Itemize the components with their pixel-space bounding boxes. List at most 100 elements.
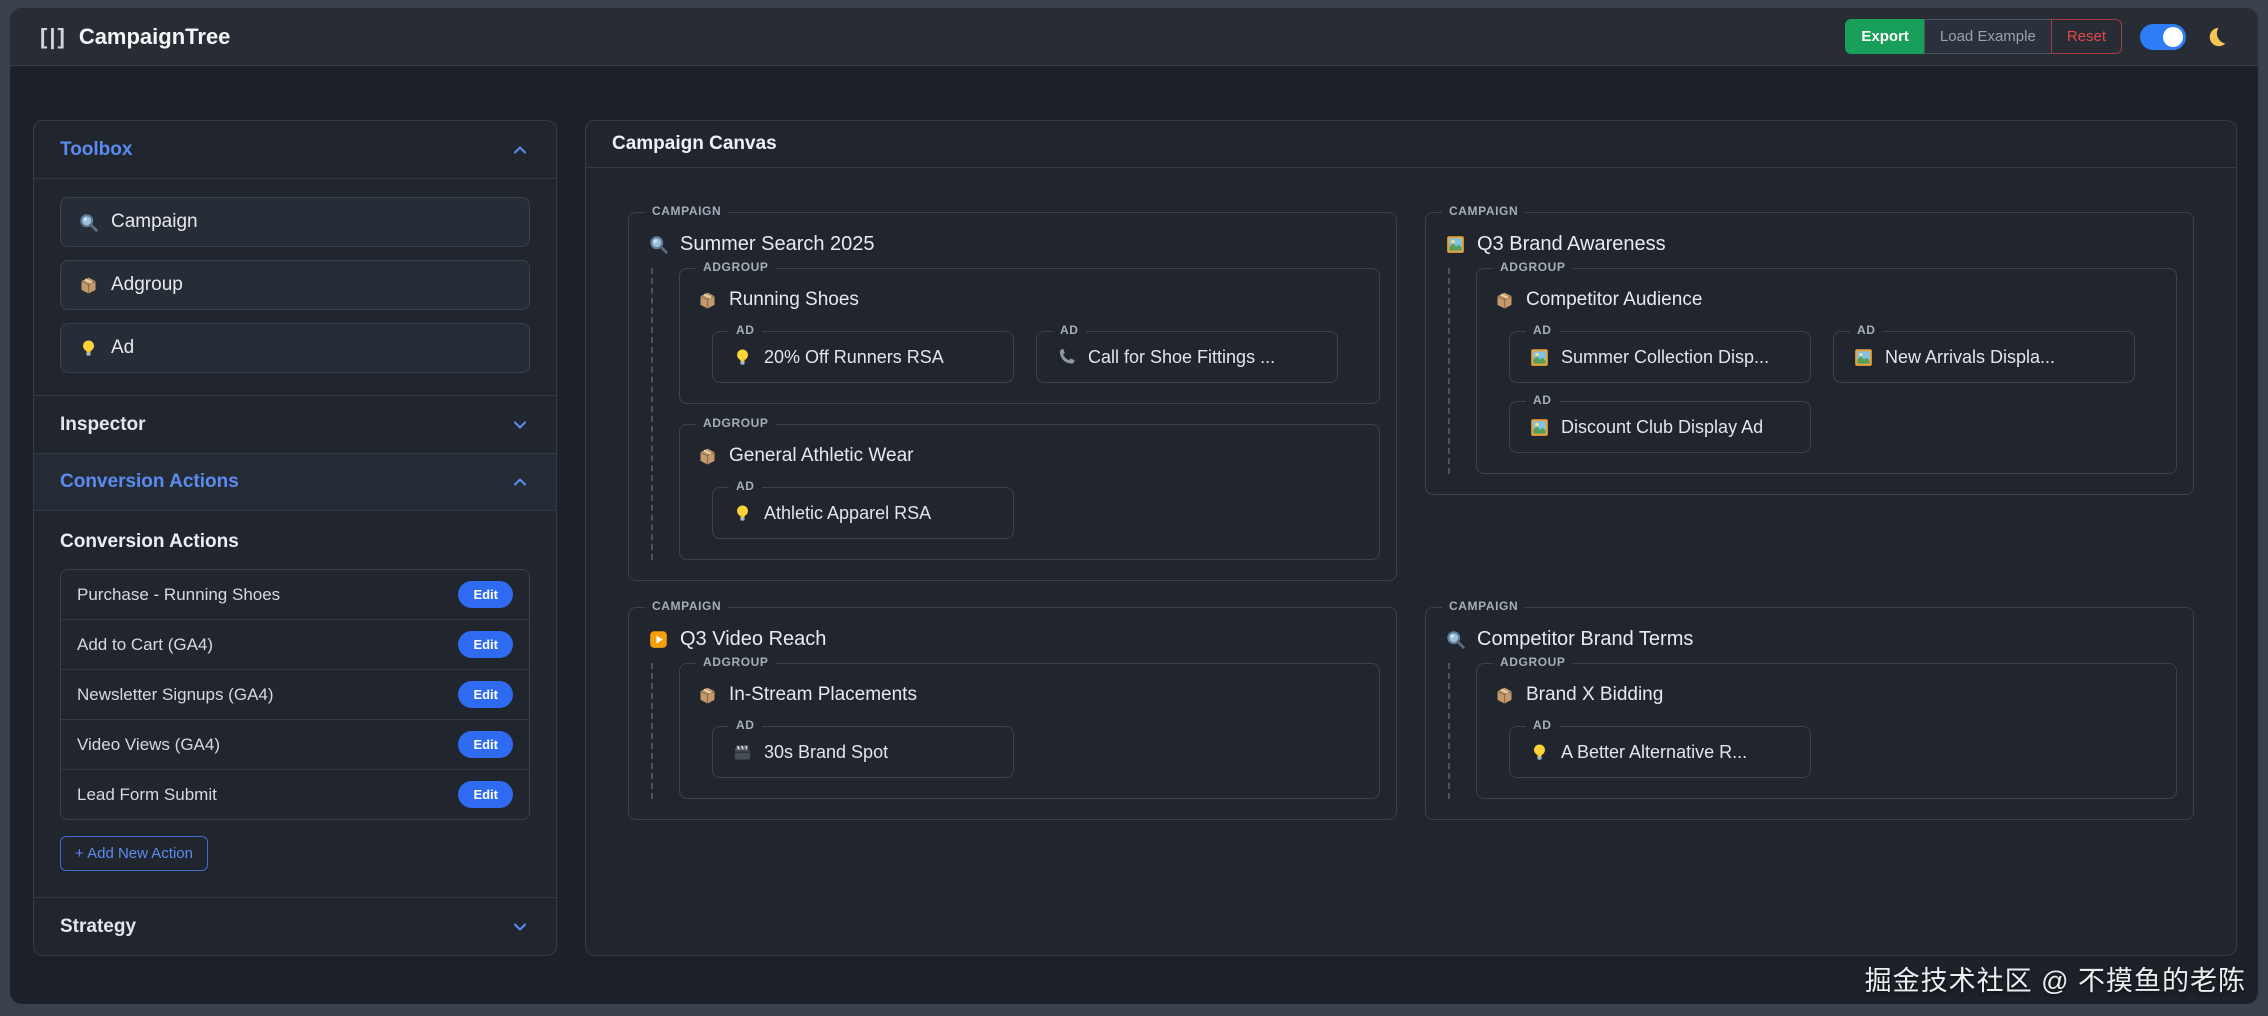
load-example-button[interactable]: Load Example xyxy=(1923,19,2052,54)
reset-button[interactable]: Reset xyxy=(2050,19,2122,54)
section-header-strategy[interactable]: Strategy xyxy=(34,897,556,955)
campaign-tag: CAMPAIGN xyxy=(1442,599,1526,613)
app-header: [|] CampaignTree Export Load Example Res… xyxy=(10,8,2258,66)
edit-button[interactable]: Edit xyxy=(458,781,513,808)
section-header-conversion-actions[interactable]: Conversion Actions xyxy=(34,453,556,511)
clapper-icon xyxy=(731,741,753,763)
export-button[interactable]: Export xyxy=(1845,19,1925,54)
toolbox-item-adgroup[interactable]: Adgroup xyxy=(60,260,530,310)
edit-button[interactable]: Edit xyxy=(458,681,513,708)
package-icon xyxy=(696,684,718,706)
theme-toggle-knob xyxy=(2163,26,2183,47)
ad-label: Athletic Apparel RSA xyxy=(764,502,932,523)
conversion-actions-content: Conversion Actions Purchase - Running Sh… xyxy=(34,511,556,871)
ad-label: Call for Shoe Fittings ... xyxy=(1088,346,1276,367)
theme-toggle-switch[interactable] xyxy=(2140,23,2186,50)
edit-button[interactable]: Edit xyxy=(458,731,513,758)
toolbox-item-ad[interactable]: Ad xyxy=(60,323,530,373)
ad-label: Discount Club Display Ad xyxy=(1561,416,1764,437)
conversion-action-row: Add to Cart (GA4) Edit xyxy=(61,620,529,670)
ad-title: A Better Alternative R... xyxy=(1528,741,1747,763)
ad-title: Athletic Apparel RSA xyxy=(731,502,931,524)
conversion-action-label: Add to Cart (GA4) xyxy=(77,634,214,654)
campaign-title: Summer Search 2025 xyxy=(647,233,1380,256)
campaign-name: Summer Search 2025 xyxy=(680,233,875,255)
package-icon xyxy=(696,289,718,311)
ad-label: New Arrivals Displa... xyxy=(1885,346,2056,367)
bulb-icon xyxy=(1528,741,1550,763)
section-header-toolbox[interactable]: Toolbox xyxy=(34,121,556,179)
package-icon xyxy=(77,274,99,296)
campaign-tag: CAMPAIGN xyxy=(645,204,729,218)
adgroup-tag: ADGROUP xyxy=(696,260,776,274)
ad-label: 30s Brand Spot xyxy=(764,741,889,762)
toolbox-item-label: Campaign xyxy=(111,211,198,232)
adgroup-title: Competitor Audience xyxy=(1493,289,2160,311)
ad-title: 30s Brand Spot xyxy=(731,741,888,763)
ad-tag: AD xyxy=(729,479,762,493)
adgroup-title: In-Stream Placements xyxy=(696,684,1363,706)
chevron-down-icon xyxy=(510,415,530,435)
add-new-action-button[interactable]: + Add New Action xyxy=(60,836,208,871)
toolbox-item-campaign[interactable]: Campaign xyxy=(60,197,530,247)
ad-title: Discount Club Display Ad xyxy=(1528,416,1763,438)
section-header-inspector[interactable]: Inspector xyxy=(34,395,556,453)
bulb-icon xyxy=(77,337,99,359)
adgroup-tag: ADGROUP xyxy=(696,416,776,430)
campaign-title: Q3 Video Reach xyxy=(647,628,1380,651)
campaign-title: Q3 Brand Awareness xyxy=(1444,233,2177,256)
adgroup-tag: ADGROUP xyxy=(1493,655,1573,669)
adgroup-name: Competitor Audience xyxy=(1526,289,1703,310)
picture-icon xyxy=(1528,416,1550,438)
adgroup-name: In-Stream Placements xyxy=(729,684,917,705)
package-icon xyxy=(1493,289,1515,311)
conversion-action-label: Video Views (GA4) xyxy=(77,734,220,754)
ad-title: New Arrivals Displa... xyxy=(1852,346,2055,368)
conversion-action-row: Video Views (GA4) Edit xyxy=(61,720,529,770)
package-icon xyxy=(1493,684,1515,706)
app-logo: [|] CampaignTree xyxy=(40,24,230,50)
search-icon xyxy=(647,234,669,256)
moon-icon[interactable] xyxy=(2204,25,2228,49)
ad-tag: AD xyxy=(1850,323,1883,337)
edit-button[interactable]: Edit xyxy=(458,581,513,608)
adgroup-name: Brand X Bidding xyxy=(1526,684,1664,705)
ad-tag: AD xyxy=(1526,393,1559,407)
phone-icon xyxy=(1055,346,1077,368)
ad-tag: AD xyxy=(1526,323,1559,337)
adgroup-title: Running Shoes xyxy=(696,289,1363,311)
picture-icon xyxy=(1444,234,1466,256)
picture-icon xyxy=(1528,346,1550,368)
chevron-down-icon xyxy=(510,917,530,937)
edit-button[interactable]: Edit xyxy=(458,631,513,658)
search-icon xyxy=(77,211,99,233)
bulb-icon xyxy=(731,346,753,368)
toolbox-item-label: Adgroup xyxy=(111,274,183,295)
